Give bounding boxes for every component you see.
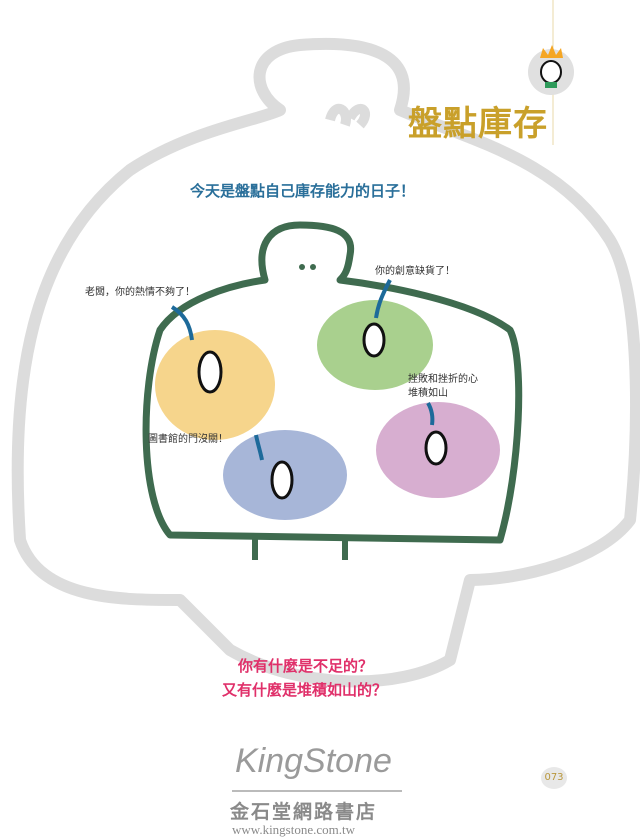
watermark-store: 金石堂網路書店	[230, 801, 378, 823]
page-title: 盤點庫存	[408, 104, 548, 144]
bird-icon	[197, 350, 223, 394]
note-creativity: 你的創意缺貨了！	[375, 266, 455, 277]
note-frustration-line2: 堆積如山	[408, 388, 448, 399]
background-figure-outline	[11, 37, 640, 688]
subtitle: 今天是盤點自己庫存能力的日子！	[190, 182, 416, 200]
background-figure-hair	[325, 103, 370, 129]
crown-character-icon	[528, 45, 574, 95]
note-library: 圖書館的門沒關！	[148, 434, 228, 445]
question-1: 你有什麼是不足的？	[238, 657, 374, 675]
figure-eye-right	[310, 264, 316, 270]
speech-line-passion	[170, 305, 194, 341]
bird-icon	[270, 460, 294, 500]
watermark-logo: KingStone	[235, 742, 392, 780]
note-passion: 老闆，你的熱情不夠了！	[85, 287, 195, 298]
speech-lines	[170, 279, 435, 461]
bird-icon	[424, 430, 448, 466]
speech-line-creativity	[374, 279, 392, 319]
bird-icon	[362, 322, 386, 358]
bird-icons	[197, 322, 448, 500]
speech-line-library	[254, 434, 264, 461]
green-figure-outline	[142, 221, 523, 544]
watermark-url: www.kingstone.com.tw	[232, 822, 356, 837]
page-number: 073	[541, 767, 567, 789]
watermark-divider	[232, 790, 402, 792]
speech-line-frustration	[426, 402, 435, 426]
figure-eye-left	[299, 264, 305, 270]
question-2: 又有什麼是堆積如山的？	[222, 681, 388, 699]
note-frustration-line1: 挫敗和挫折的心	[408, 374, 478, 385]
